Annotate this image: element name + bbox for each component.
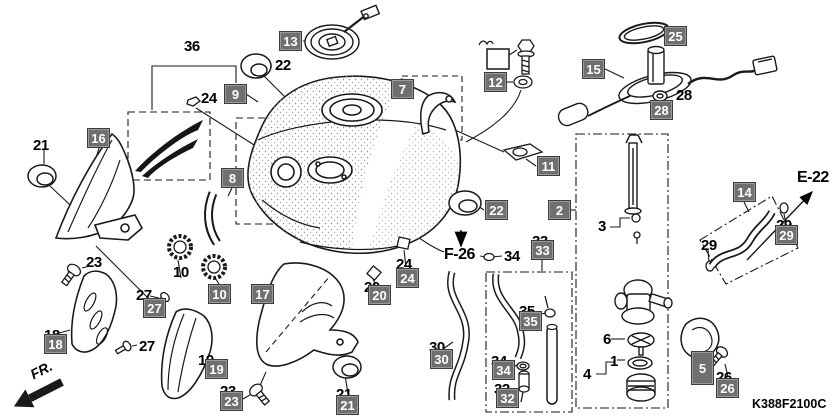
fuel-hose-14 <box>708 190 813 269</box>
right-cover <box>256 262 359 367</box>
fuel-pump-assembly <box>557 21 778 127</box>
side-covers <box>70 270 213 400</box>
valve-cover <box>680 317 720 359</box>
small-clips <box>186 96 789 403</box>
fuel-valve-assembly <box>614 134 673 402</box>
drain-hoses <box>447 271 558 405</box>
ref-e22-label: E-22 <box>797 169 829 186</box>
fuel-tank <box>247 75 462 254</box>
left-shroud <box>54 120 203 241</box>
drawing-code: K388F2100C <box>752 397 827 411</box>
filler-cap <box>304 4 381 60</box>
bolt-and-washer <box>478 39 535 89</box>
grommets <box>27 53 482 379</box>
rubber-cushions <box>167 234 227 280</box>
bracket-and-pad <box>204 91 457 246</box>
front-arrow <box>13 378 64 408</box>
ref-f26-label: F-26 <box>444 246 475 263</box>
